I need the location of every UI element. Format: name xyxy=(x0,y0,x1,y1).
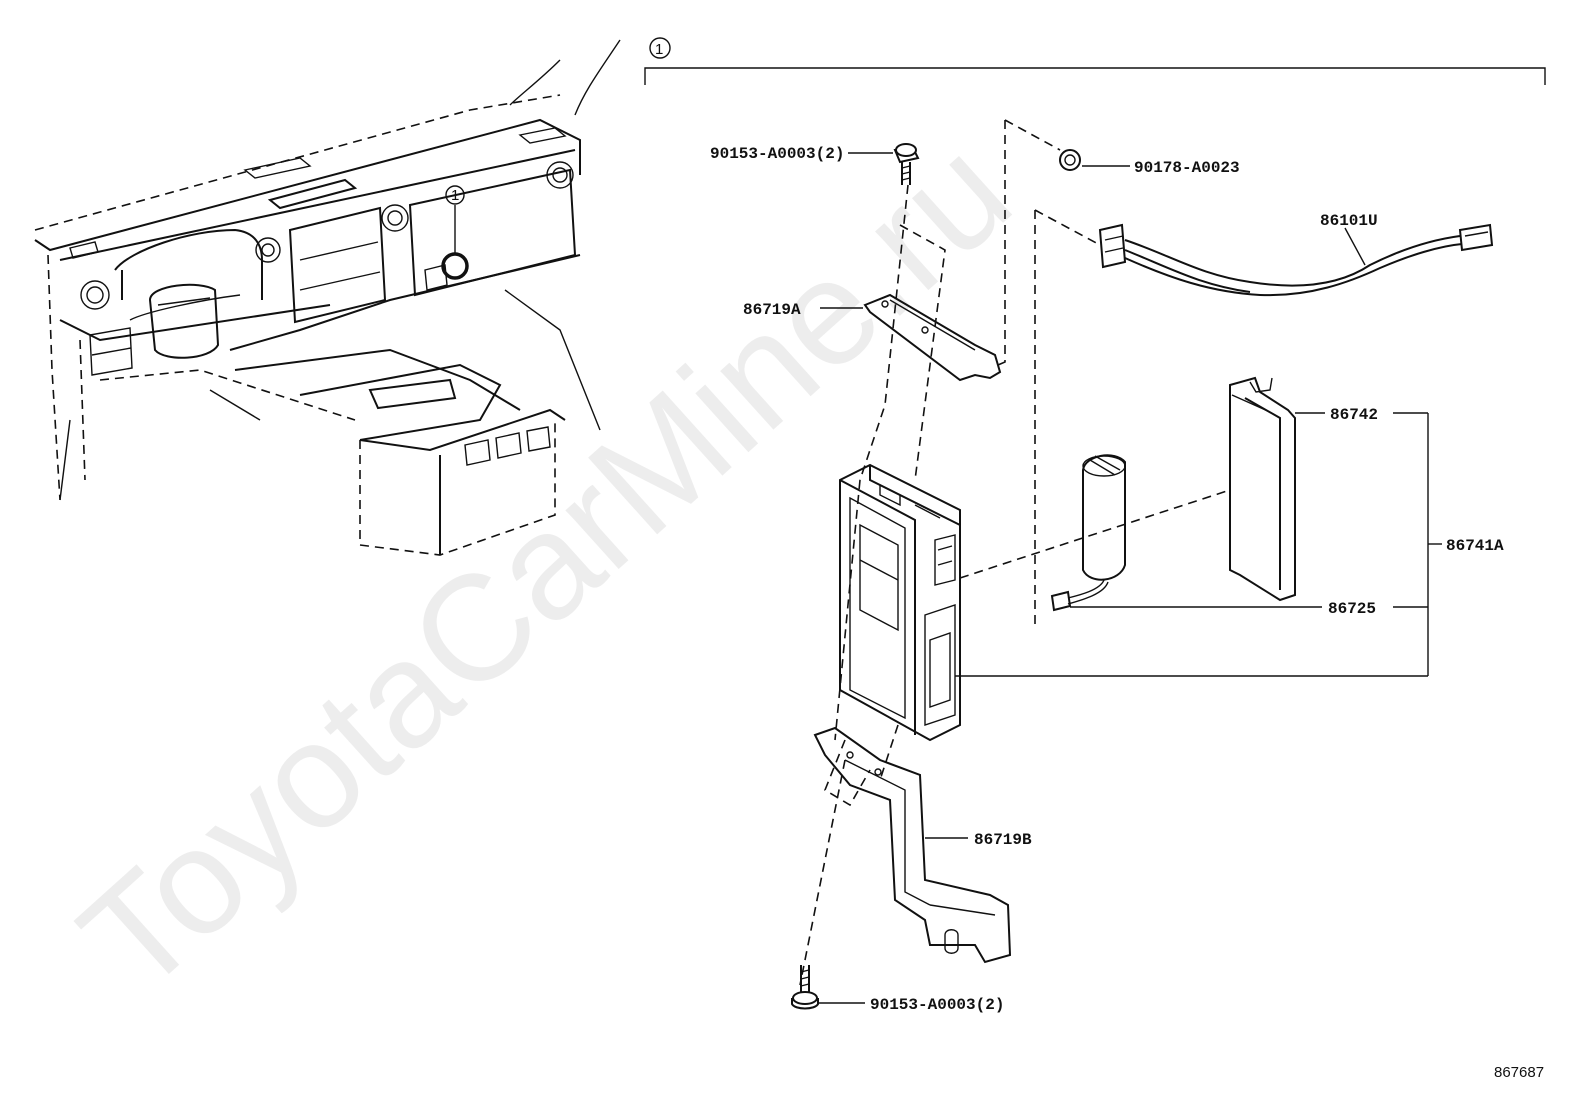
label-wire: 86101U xyxy=(1320,212,1378,230)
label-bracket-b: 86719B xyxy=(974,831,1032,849)
label-bolt-top: 90153-A0003(2) xyxy=(710,145,844,163)
assembly-bracket: 1 xyxy=(644,37,1546,85)
part-battery: 86725 xyxy=(1050,454,1376,618)
assembly-callout-circle xyxy=(649,37,671,59)
location-callout-number: 1 xyxy=(451,187,459,204)
part-bolt-top: 90153-A0003(2) xyxy=(710,143,920,185)
part-bracket-a: 86719A xyxy=(743,293,1002,382)
part-bracket-b: 86719B xyxy=(813,726,1032,964)
assembly-callout-number: 1 xyxy=(655,41,663,58)
label-bracket-a: 86719A xyxy=(743,301,801,319)
dashboard-illustration: 1 xyxy=(34,39,621,556)
assy-group-bracket: 86741A xyxy=(1393,412,1504,676)
part-clip: 90178-A0023 xyxy=(1059,149,1240,177)
location-callout-circle xyxy=(445,185,465,205)
label-clip: 90178-A0023 xyxy=(1134,159,1240,177)
watermark: ToyotaCarMine.ru xyxy=(49,107,1041,1024)
label-battery: 86725 xyxy=(1328,600,1376,618)
receiver-location-marker xyxy=(441,252,469,280)
label-cover: 86742 xyxy=(1330,406,1378,424)
diagram-number: 867687 xyxy=(1494,1064,1544,1081)
part-bolt-bottom: 90153-A0003(2) xyxy=(791,965,1004,1014)
part-wire: 86101U xyxy=(1098,212,1494,297)
label-bolt-bottom: 90153-A0003(2) xyxy=(870,996,1004,1014)
part-cover: 86742 xyxy=(1229,376,1378,602)
label-assy: 86741A xyxy=(1446,537,1504,555)
